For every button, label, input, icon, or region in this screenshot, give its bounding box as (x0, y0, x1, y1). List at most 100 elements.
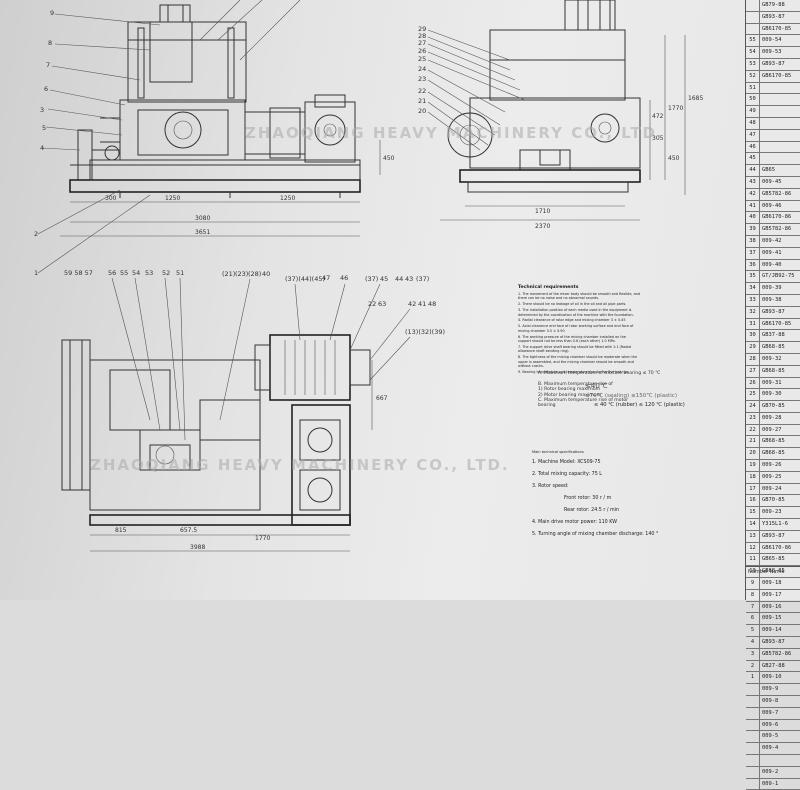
front-callout-3: 3 (40, 106, 44, 114)
part-number: 49 (746, 106, 760, 117)
part-code: GB68-85 (762, 344, 785, 351)
part-number: 36 (746, 259, 760, 271)
tech-req-item: 6. The working pressure of the mixing ch… (518, 334, 626, 344)
part-code: 009-10 (762, 674, 782, 681)
part-code: 009-14 (762, 627, 782, 634)
part-code: GB5782-86 (762, 190, 792, 197)
side-callout-26: 26 (418, 47, 426, 55)
part-number: 50 (746, 94, 760, 106)
bottom-dim-815: 815 (115, 527, 127, 534)
tech-req-item: 7. The support drive shaft bearing shoul… (518, 344, 632, 354)
part-code: 009-9 (762, 686, 779, 693)
table-row: 009-1 (746, 778, 800, 790)
temp-item: B. Maximum temperature rise of (538, 382, 613, 388)
part-number (746, 0, 760, 11)
part-code: GB68-85 (762, 438, 785, 445)
part-number: 26 (746, 377, 760, 389)
part-number: 20 (746, 448, 760, 460)
part-number: 1 (746, 672, 760, 684)
side-callout-22: 22 (418, 87, 426, 95)
part-number: 12 (746, 542, 760, 554)
part-number (746, 707, 760, 719)
table-row: 009-9 (746, 684, 800, 697)
bottom-callout-21: (21) (222, 270, 235, 278)
side-callout-20: 20 (418, 107, 426, 115)
front-dim-450: 450 (383, 155, 395, 162)
spec-item: Rear rotor: 24.5 r / min (564, 508, 620, 514)
part-number: 13 (746, 530, 760, 542)
tech-req-item: 8. The tightness of the mixing chamber s… (518, 355, 638, 369)
part-code: GB6170-85 (762, 25, 792, 32)
bottom-callout-42: 42 (408, 300, 416, 308)
bottom-callout-22: 22 (368, 300, 376, 308)
part-code: 009-31 (762, 379, 782, 386)
part-code: GB93-87 (762, 532, 785, 539)
part-number: 51 (746, 82, 760, 94)
table-row (746, 755, 800, 767)
part-code: 009-23 (762, 509, 782, 516)
tech-req-item: 1. The movement of the mixer body should… (518, 291, 640, 301)
bottom-callout-51: 51 (176, 269, 184, 277)
part-code: 009-18 (762, 580, 782, 587)
bottom-callout-63: 63 (378, 300, 386, 308)
part-code: GB65 (762, 167, 775, 174)
table-row: 009-8 (746, 696, 800, 708)
part-number: 5 (746, 625, 760, 637)
bottom-callout-37-44-45: (37)(44)(45) (285, 275, 325, 283)
table-row: 009-5 (746, 731, 800, 744)
front-callout-6: 6 (44, 85, 48, 93)
part-code: 009-40 (762, 261, 782, 268)
temp-val-3: ≤ 40 ℃ (rubber) ≤ 120 ℃ (plastic) (594, 402, 685, 408)
part-code: GB93-87 (762, 639, 785, 646)
part-code: Y315L1-6 (762, 521, 788, 528)
part-number: 53 (746, 58, 760, 70)
part-number: 4 (746, 637, 760, 648)
part-number: 30 (746, 330, 760, 342)
part-number: 11 (746, 554, 760, 566)
part-code: GB5782-86 (762, 226, 792, 233)
part-number (746, 766, 760, 778)
temp-val-1: ≤40℃ (585, 382, 608, 390)
part-code: GB68-85 (762, 568, 785, 575)
table-row: 50 (746, 94, 800, 107)
front-view: 300 1250 1250 3080 3651 450 9 8 7 6 5 4 … (34, 0, 395, 277)
part-code: 009-27 (762, 426, 782, 433)
part-number: 32 (746, 306, 760, 318)
part-code: 009-41 (762, 249, 782, 256)
part-number: 15 (746, 507, 760, 519)
temp-item: 2) Motor bearing maximum (538, 392, 602, 398)
side-callout-28: 28 (418, 32, 426, 40)
front-dim-1250b: 1250 (280, 195, 295, 202)
part-number: 9 (746, 578, 760, 589)
tech-req-item: 5. Axial clearance end face of rotor wor… (518, 324, 634, 333)
part-number (746, 778, 760, 790)
side-dim-1770: 1770 (668, 105, 683, 112)
main-specifications: Main technical specifications 1. Machine… (532, 450, 677, 538)
bottom-callout-55: 55 (120, 269, 128, 277)
part-number (746, 23, 760, 35)
part-number: 33 (746, 294, 760, 306)
part-number: 7 (746, 601, 760, 613)
part-number (746, 731, 760, 743)
part-number: 17 (746, 483, 760, 495)
part-code: 009-45 (762, 178, 782, 185)
part-number: 54 (746, 47, 760, 58)
part-code: 009-32 (762, 355, 782, 362)
part-code: 009-38 (762, 296, 782, 303)
bottom-callout-28: (28) (248, 270, 261, 278)
bottom-callout-46: 46 (340, 274, 348, 282)
side-callout-21: 21 (418, 97, 426, 105)
